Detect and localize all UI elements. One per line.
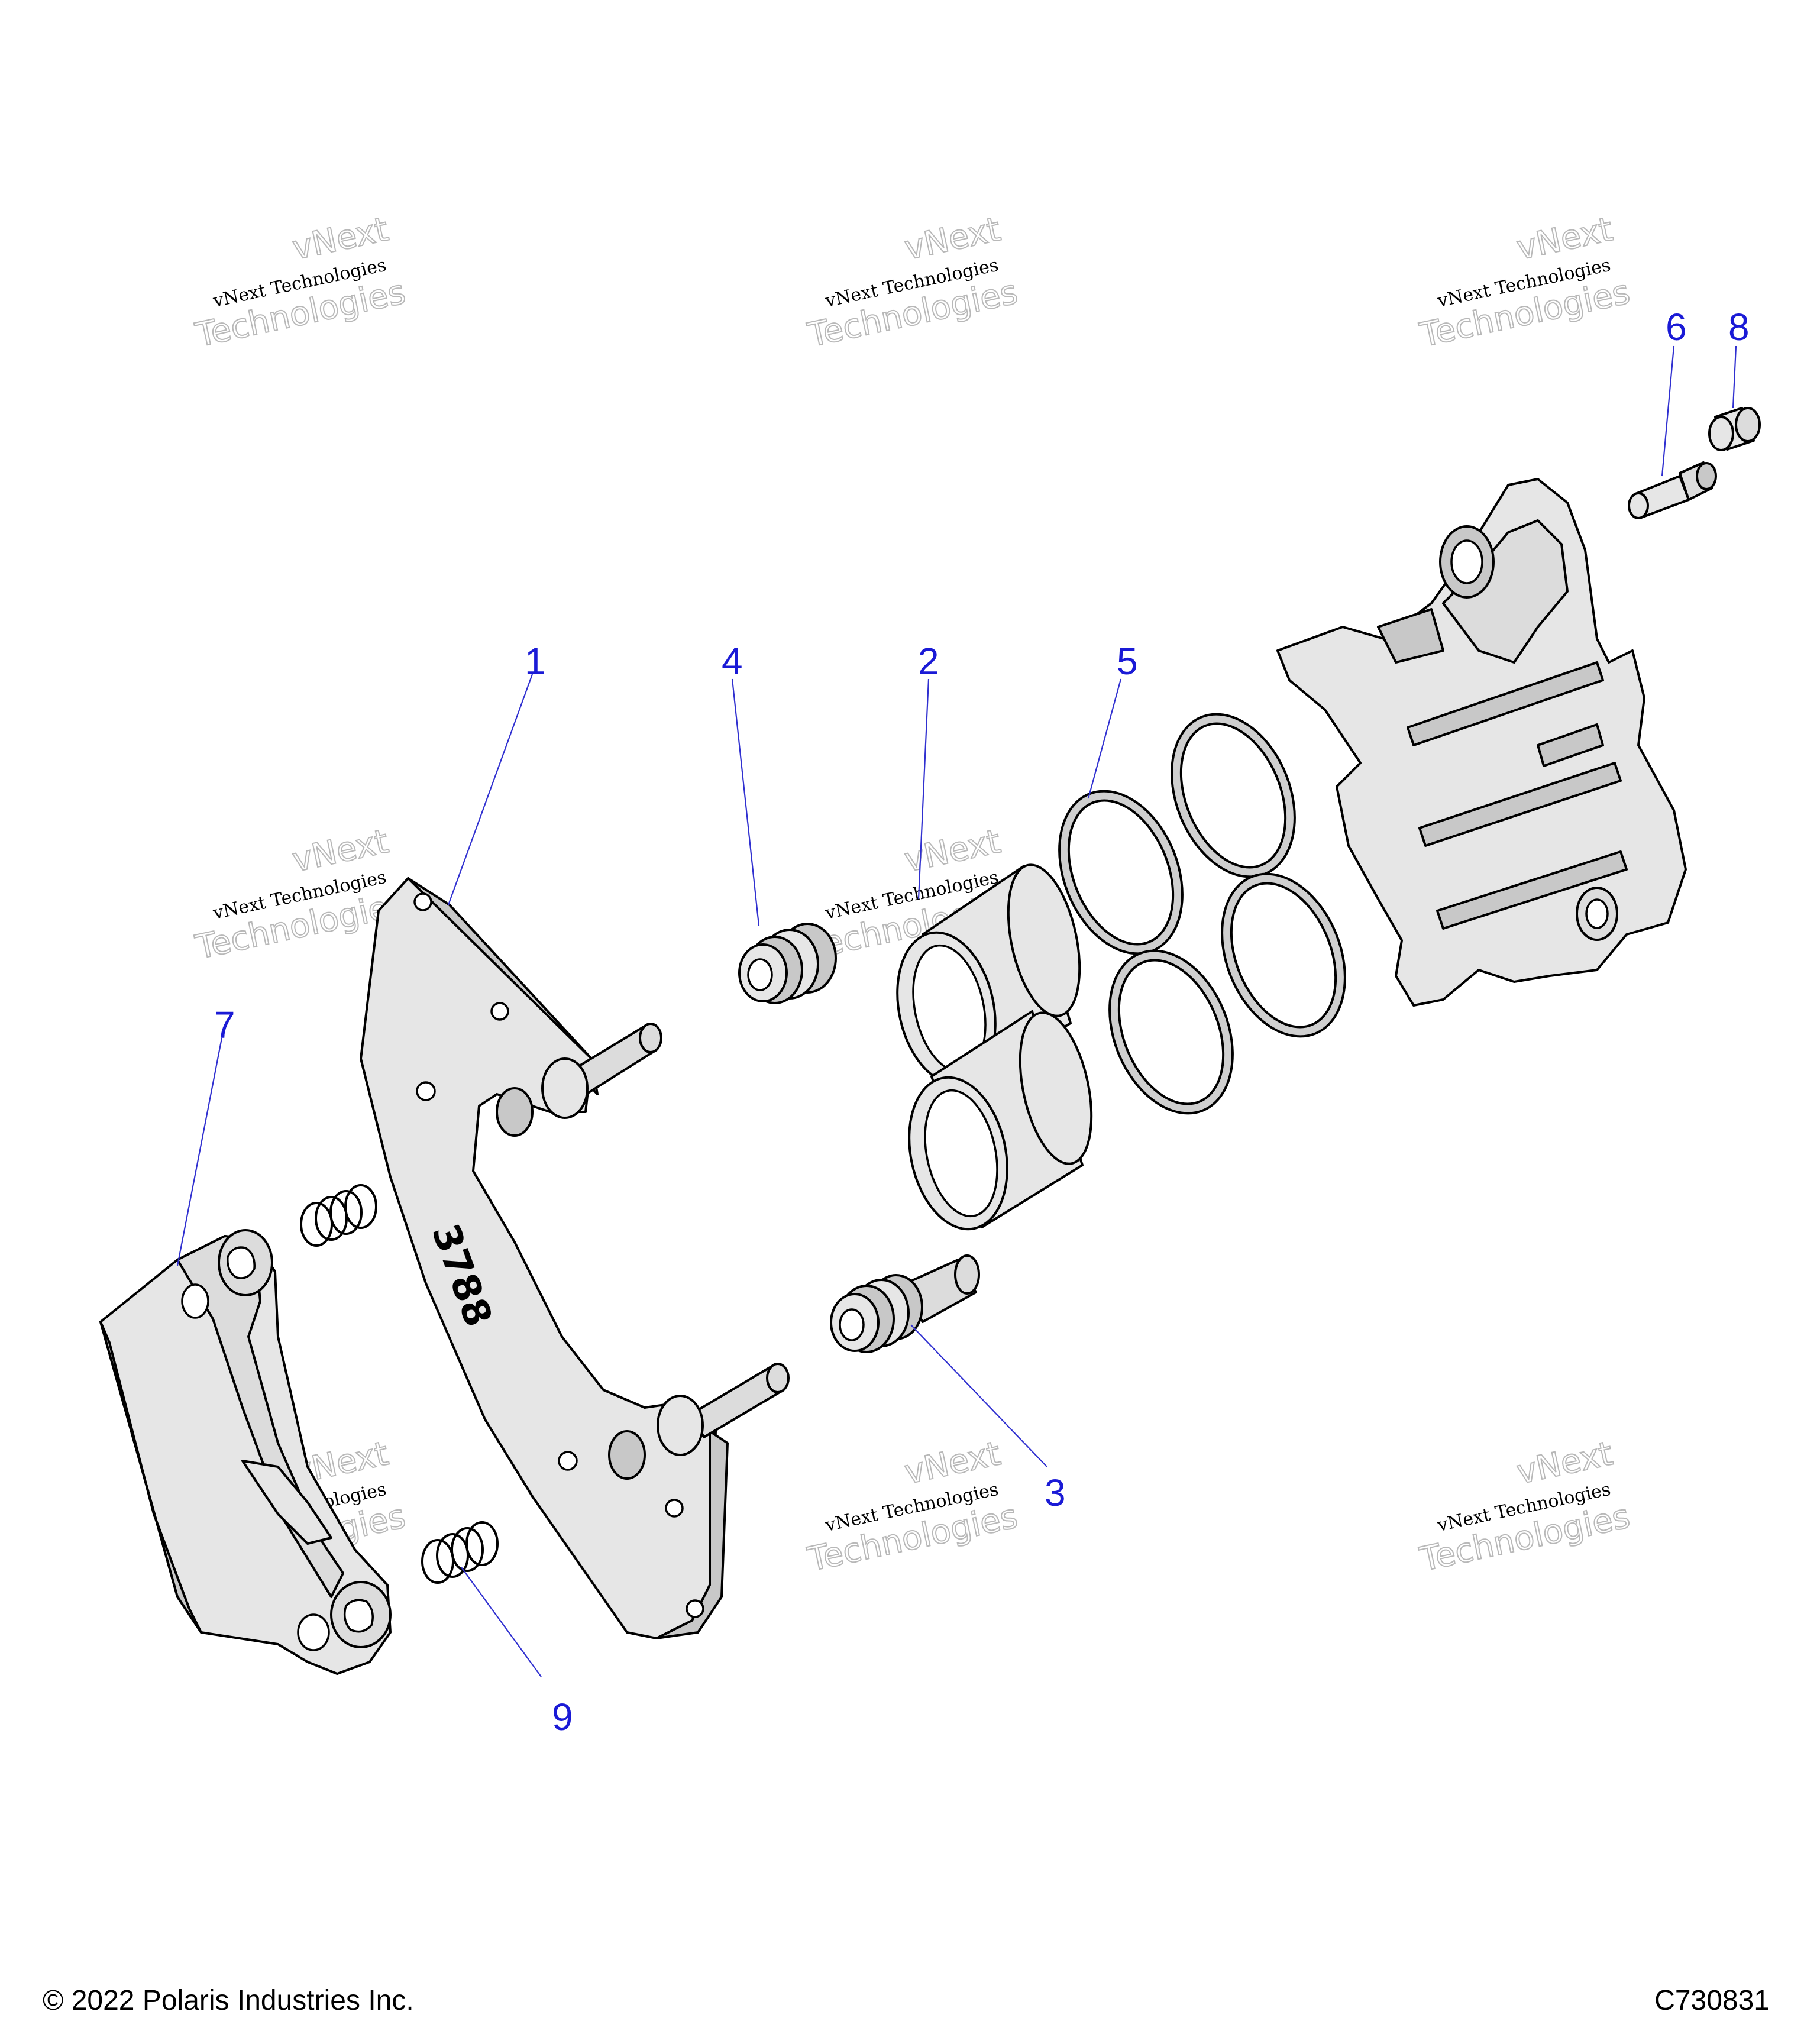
- piston-seals: [1058, 713, 1346, 1115]
- guide-pin-top: [496, 1023, 662, 1137]
- callout-8: 8: [1728, 306, 1750, 348]
- leader-lines: [176, 345, 1737, 1677]
- piston-bottom: [908, 1010, 1093, 1231]
- callout-1: 1: [525, 640, 546, 683]
- leader-line-3: [910, 1324, 1047, 1467]
- watermark: vNext vNext Technologies Technologies: [1416, 209, 1634, 355]
- mounting-bracket: 3788: [360, 877, 790, 1639]
- caliper-body: [1276, 478, 1687, 1007]
- watermark: vNext vNext Technologies Technologies: [804, 209, 1021, 355]
- copyright-notice: © 2022 Polaris Industries Inc.: [43, 1985, 414, 2016]
- diagram-id: C730831: [1654, 1985, 1770, 2016]
- spring-top: [300, 1184, 377, 1247]
- pin-with-boot-bottom: [830, 1254, 980, 1353]
- guide-pin-bottom: [608, 1363, 790, 1480]
- pin-boot-top: [738, 923, 837, 1004]
- leader-line-4: [731, 678, 760, 926]
- leader-line-5: [1087, 678, 1122, 799]
- callout-5: 5: [1117, 640, 1138, 683]
- callout-9: 9: [552, 1696, 573, 1738]
- leader-line-8: [1732, 345, 1737, 409]
- bleeder-screw: [1628, 461, 1717, 519]
- callout-6: 6: [1666, 306, 1687, 348]
- callout-2: 2: [918, 640, 939, 683]
- leader-line-7: [176, 1037, 223, 1266]
- watermark: vNext vNext Technologies Technologies: [192, 209, 409, 355]
- callout-4: 4: [722, 640, 743, 683]
- watermark: vNext vNext Technologies Technologies: [1416, 1434, 1634, 1580]
- spring-bottom: [421, 1521, 499, 1584]
- callouts: 1 2 3 4 5 6 7 8 9: [214, 306, 1750, 1738]
- leader-line-2: [917, 678, 930, 900]
- callout-3: 3: [1045, 1471, 1066, 1514]
- leader-line-9: [461, 1567, 542, 1677]
- springs: [300, 1184, 499, 1584]
- brake-pad: [99, 1229, 392, 1675]
- watermark: vNext vNext Technologies Technologies: [804, 1434, 1021, 1580]
- leader-line-6: [1661, 345, 1675, 477]
- seal: [1108, 949, 1234, 1115]
- leader-line-1: [447, 674, 534, 905]
- seal: [1221, 872, 1346, 1038]
- callout-7: 7: [214, 1004, 235, 1046]
- pistons: [896, 863, 1093, 1231]
- bleeder-cap: [1708, 407, 1761, 451]
